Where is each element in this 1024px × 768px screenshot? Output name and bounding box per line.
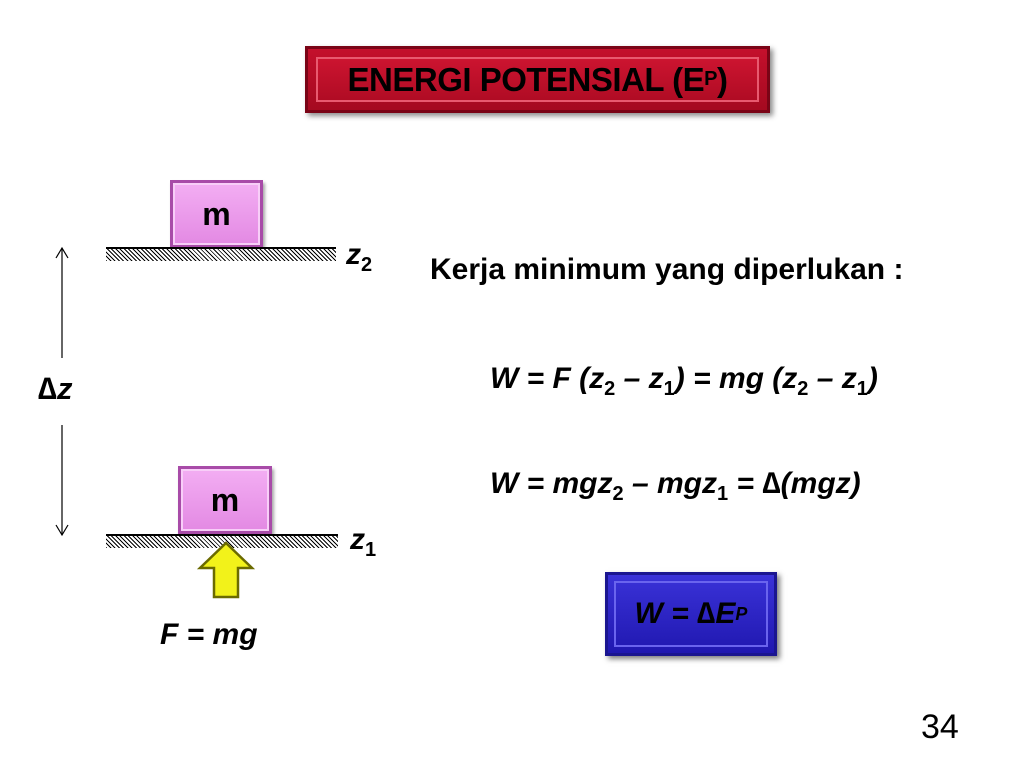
up-arrow-icon: [196, 541, 256, 599]
page-number: 34: [921, 708, 959, 746]
delta-z-dimension-arrow: [55, 246, 69, 537]
mass-label-bottom: m: [210, 481, 240, 518]
z2-subscript: 2: [361, 254, 373, 276]
delta-symbol: ∆: [38, 371, 57, 406]
height-label-z2: z2: [346, 238, 372, 277]
force-label: F = mg: [160, 618, 258, 651]
eq2-sub: 1: [717, 483, 729, 505]
height-label-z1: z1: [350, 523, 376, 562]
eq1-sub: 1: [856, 378, 868, 400]
mass-block-bottom: m: [178, 466, 272, 534]
ground-surface-top: [106, 247, 336, 261]
mass-label-top: m: [202, 195, 231, 232]
eq2-part: = ∆(mgz): [728, 467, 861, 500]
equation-work-force: W = F (z2 – z1) = mg (z2 – z1): [490, 362, 878, 401]
z2-variable: z: [346, 238, 361, 271]
mass-block-top: m: [170, 180, 263, 248]
z1-subscript: 1: [365, 539, 377, 561]
equation-work-mgz: W = mgz2 – mgz1 = ∆(mgz): [490, 467, 861, 506]
eq1-part: – z: [615, 362, 664, 395]
z1-variable: z: [350, 523, 365, 556]
eq1-part: ): [867, 362, 878, 395]
eq1-sub: 2: [797, 378, 809, 400]
delta-z-label: ∆z: [38, 371, 72, 407]
result-text: W = ∆E: [634, 597, 736, 630]
title-subscript: P: [704, 68, 717, 90]
eq1-part: W = F (z: [490, 362, 605, 395]
eq2-sub: 2: [612, 483, 624, 505]
title-close: ): [716, 60, 728, 98]
eq1-part: – z: [808, 362, 857, 395]
eq1-sub: 1: [663, 378, 675, 400]
eq2-part: W = mgz: [490, 467, 613, 500]
result-subscript: P: [735, 603, 748, 624]
eq1-part: ) = mg (z: [674, 362, 798, 395]
title-text: ENERGI POTENSIAL (E: [347, 60, 705, 98]
eq2-part: – mgz: [623, 467, 717, 500]
work-description: Kerja minimum yang diperlukan :: [430, 253, 904, 286]
eq1-sub: 2: [604, 378, 616, 400]
delta-z-variable: z: [56, 371, 73, 406]
ground-surface-bottom: [106, 534, 338, 548]
